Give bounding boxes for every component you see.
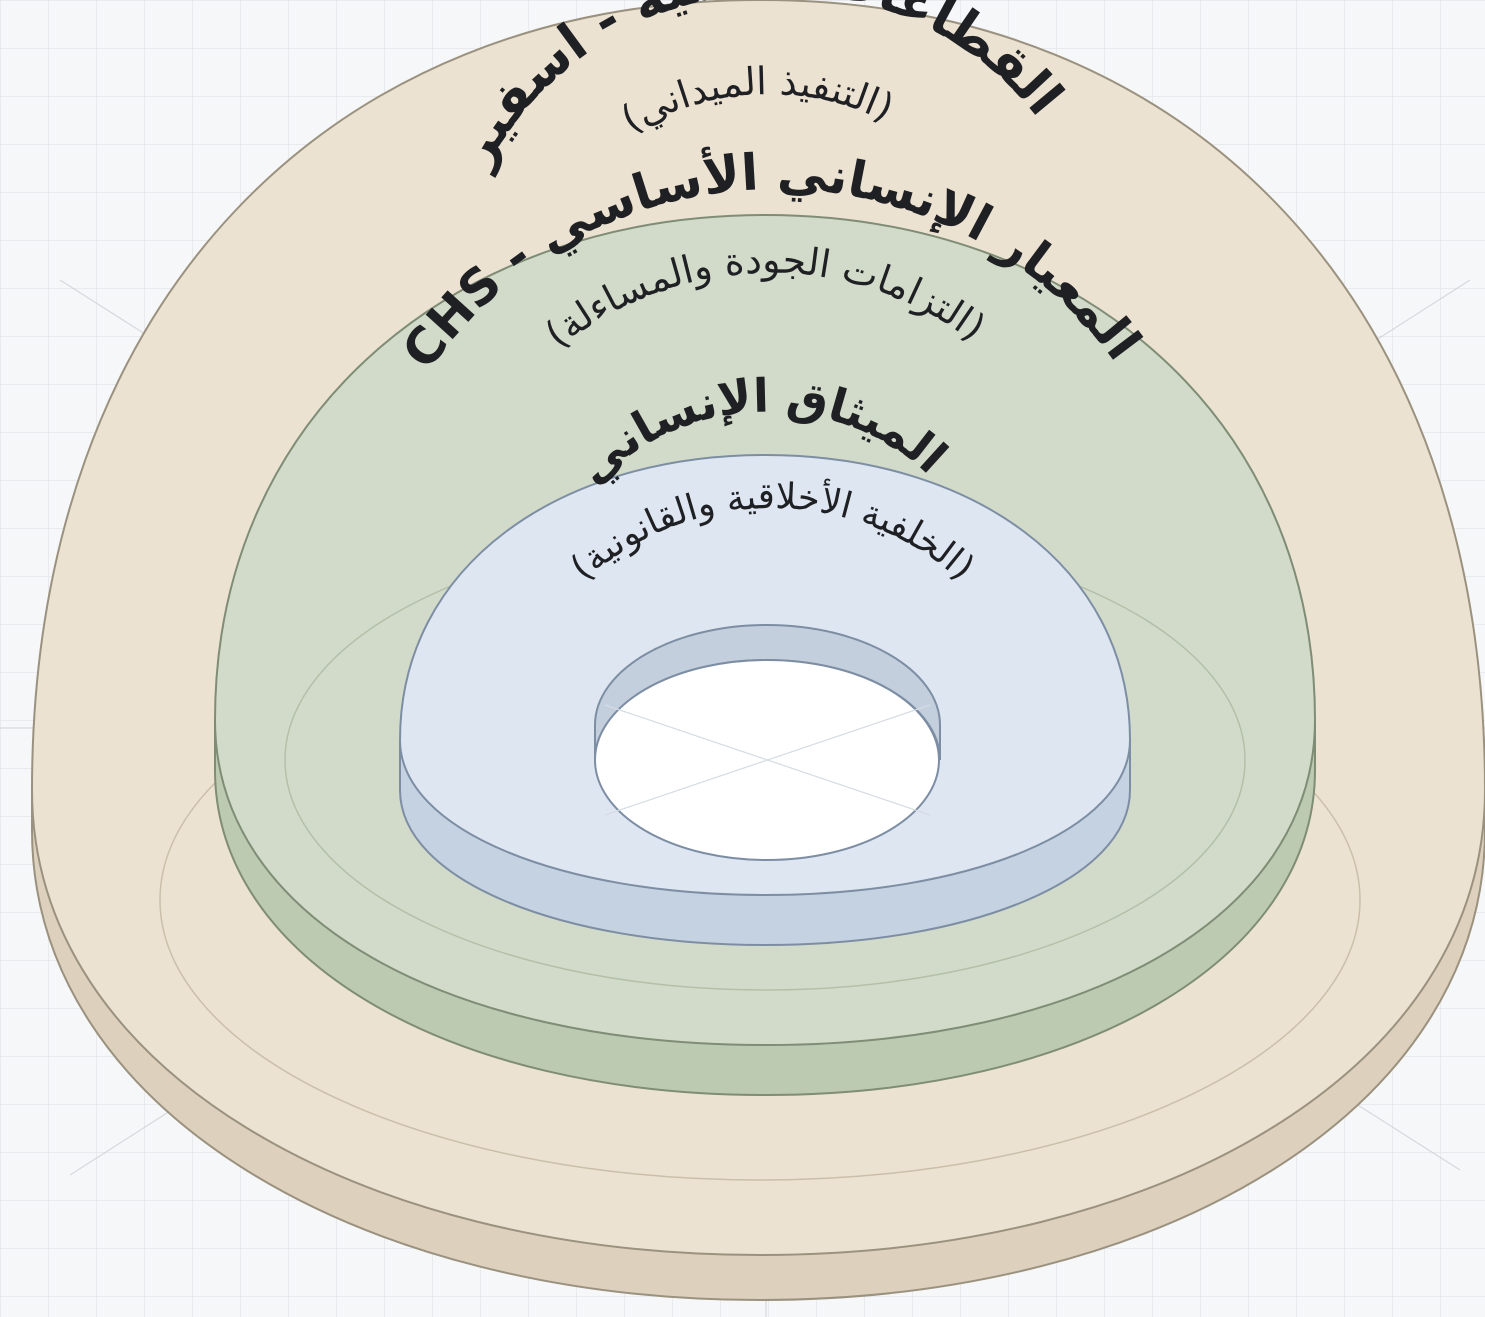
inner-layer [398,453,1132,947]
